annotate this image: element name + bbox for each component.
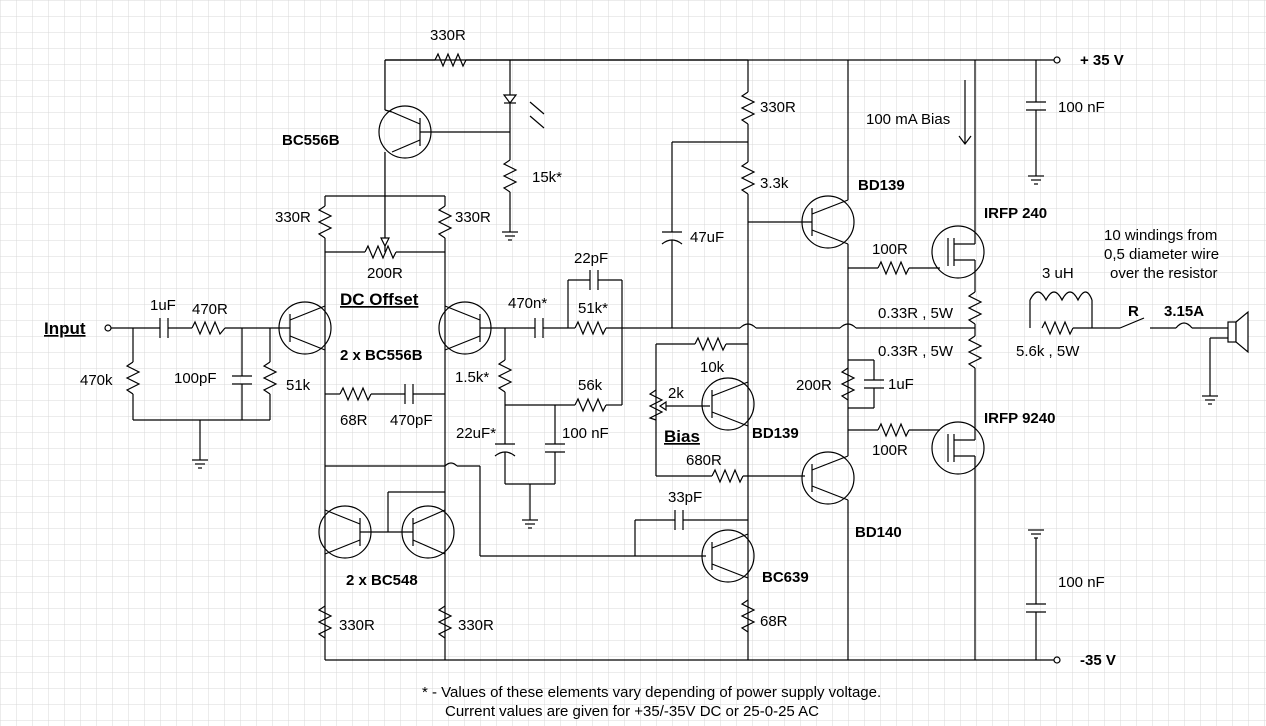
label-windings-1: 10 windings from	[1104, 227, 1217, 244]
label-r-470k: 470k	[80, 372, 113, 389]
label-q-bd139-bias: BD139	[752, 425, 799, 442]
label-r-68-bot: 68R	[760, 613, 788, 630]
label-q-2xbc556b: 2 x BC556B	[340, 347, 423, 364]
label-c-1u-bias: 1uF	[888, 376, 914, 393]
label-bias-current: 100 mA Bias	[866, 111, 950, 128]
footnote-line-2: Current values are given for +35/-35V DC…	[445, 703, 819, 720]
input-stage	[104, 318, 282, 469]
label-v-pos: + 35 V	[1080, 52, 1124, 69]
label-r-56k: 56k	[578, 377, 603, 394]
label-r-100-bot: 100R	[872, 442, 908, 459]
label-c-470p: 470pF	[390, 412, 433, 429]
label-r-330-vas: 330R	[760, 99, 796, 116]
label-windings-2: 0,5 diameter wire	[1104, 246, 1219, 263]
label-r-680: 680R	[686, 452, 722, 469]
label-r-51k: 51k	[286, 377, 311, 394]
label-v-neg: -35 V	[1080, 652, 1116, 669]
current-mirror	[317, 491, 455, 639]
label-q-bd139: BD139	[858, 177, 905, 194]
label-r-68: 68R	[340, 412, 368, 429]
label-q-irfp9240: IRFP 9240	[984, 410, 1055, 427]
label-r-2k: 2k	[668, 385, 684, 402]
output-stage	[931, 60, 1249, 660]
label-c-33p: 33pF	[668, 489, 702, 506]
label-c-100p: 100pF	[174, 370, 217, 387]
label-c-470n: 470n*	[508, 295, 547, 312]
label-r-3k3: 3.3k	[760, 175, 789, 192]
label-r-330-bl: 330R	[339, 617, 375, 634]
label-fuse: 3.15A	[1164, 303, 1204, 320]
label-r-033-top: 0.33R , 5W	[878, 305, 954, 322]
label-r-top: 330R	[430, 27, 466, 44]
label-q-bd140: BD140	[855, 524, 902, 541]
label-relay: R	[1128, 303, 1139, 320]
vas-and-bias	[634, 60, 972, 660]
ltp-stage	[278, 52, 748, 660]
label-q-irfp240: IRFP 240	[984, 205, 1047, 222]
label-r-5k6: 5.6k , 5W	[1016, 343, 1080, 360]
label-windings-3: over the resistor	[1110, 265, 1218, 282]
label-r-330-br: 330R	[458, 617, 494, 634]
label-r-1k5: 1.5k*	[455, 369, 489, 386]
label-q-bc639: BC639	[762, 569, 809, 586]
label-c-100n-bot: 100 nF	[1058, 574, 1105, 591]
footnote-line-1: * - Values of these elements vary depend…	[422, 684, 881, 701]
label-r-470: 470R	[192, 301, 228, 318]
label-c-47u: 47uF	[690, 229, 724, 246]
label-c-22u: 22uF*	[456, 425, 496, 442]
label-r-100-top: 100R	[872, 241, 908, 258]
label-r-033-bot: 0.33R , 5W	[878, 343, 954, 360]
label-bias: Bias	[664, 427, 700, 446]
label-c-22p: 22pF	[574, 250, 608, 267]
footnote: * - Values of these elements vary depend…	[422, 684, 881, 720]
label-q-bc556b: BC556B	[282, 132, 340, 149]
label-input: Input	[44, 319, 86, 338]
feedback-network	[494, 270, 975, 529]
component-labels: 330R BC556B 15k* 330R 330R 200R DC Offse…	[44, 27, 1219, 669]
label-r-330-tr: 330R	[455, 209, 491, 226]
label-c-100n-top: 100 nF	[1058, 99, 1105, 116]
label-c-1u: 1uF	[150, 297, 176, 314]
label-l-3u: 3 uH	[1042, 265, 1074, 282]
label-r-200: 200R	[367, 265, 403, 282]
label-r-10k: 10k	[700, 359, 725, 376]
label-r-51k-fb: 51k*	[578, 300, 608, 317]
label-q-2xbc548: 2 x BC548	[346, 572, 418, 589]
label-dc-offset: DC Offset	[340, 290, 419, 309]
label-c-100n-fb: 100 nF	[562, 425, 609, 442]
label-r-15k: 15k*	[532, 169, 562, 186]
label-r-330-tl: 330R	[275, 209, 311, 226]
label-r-200-bias: 200R	[796, 377, 832, 394]
